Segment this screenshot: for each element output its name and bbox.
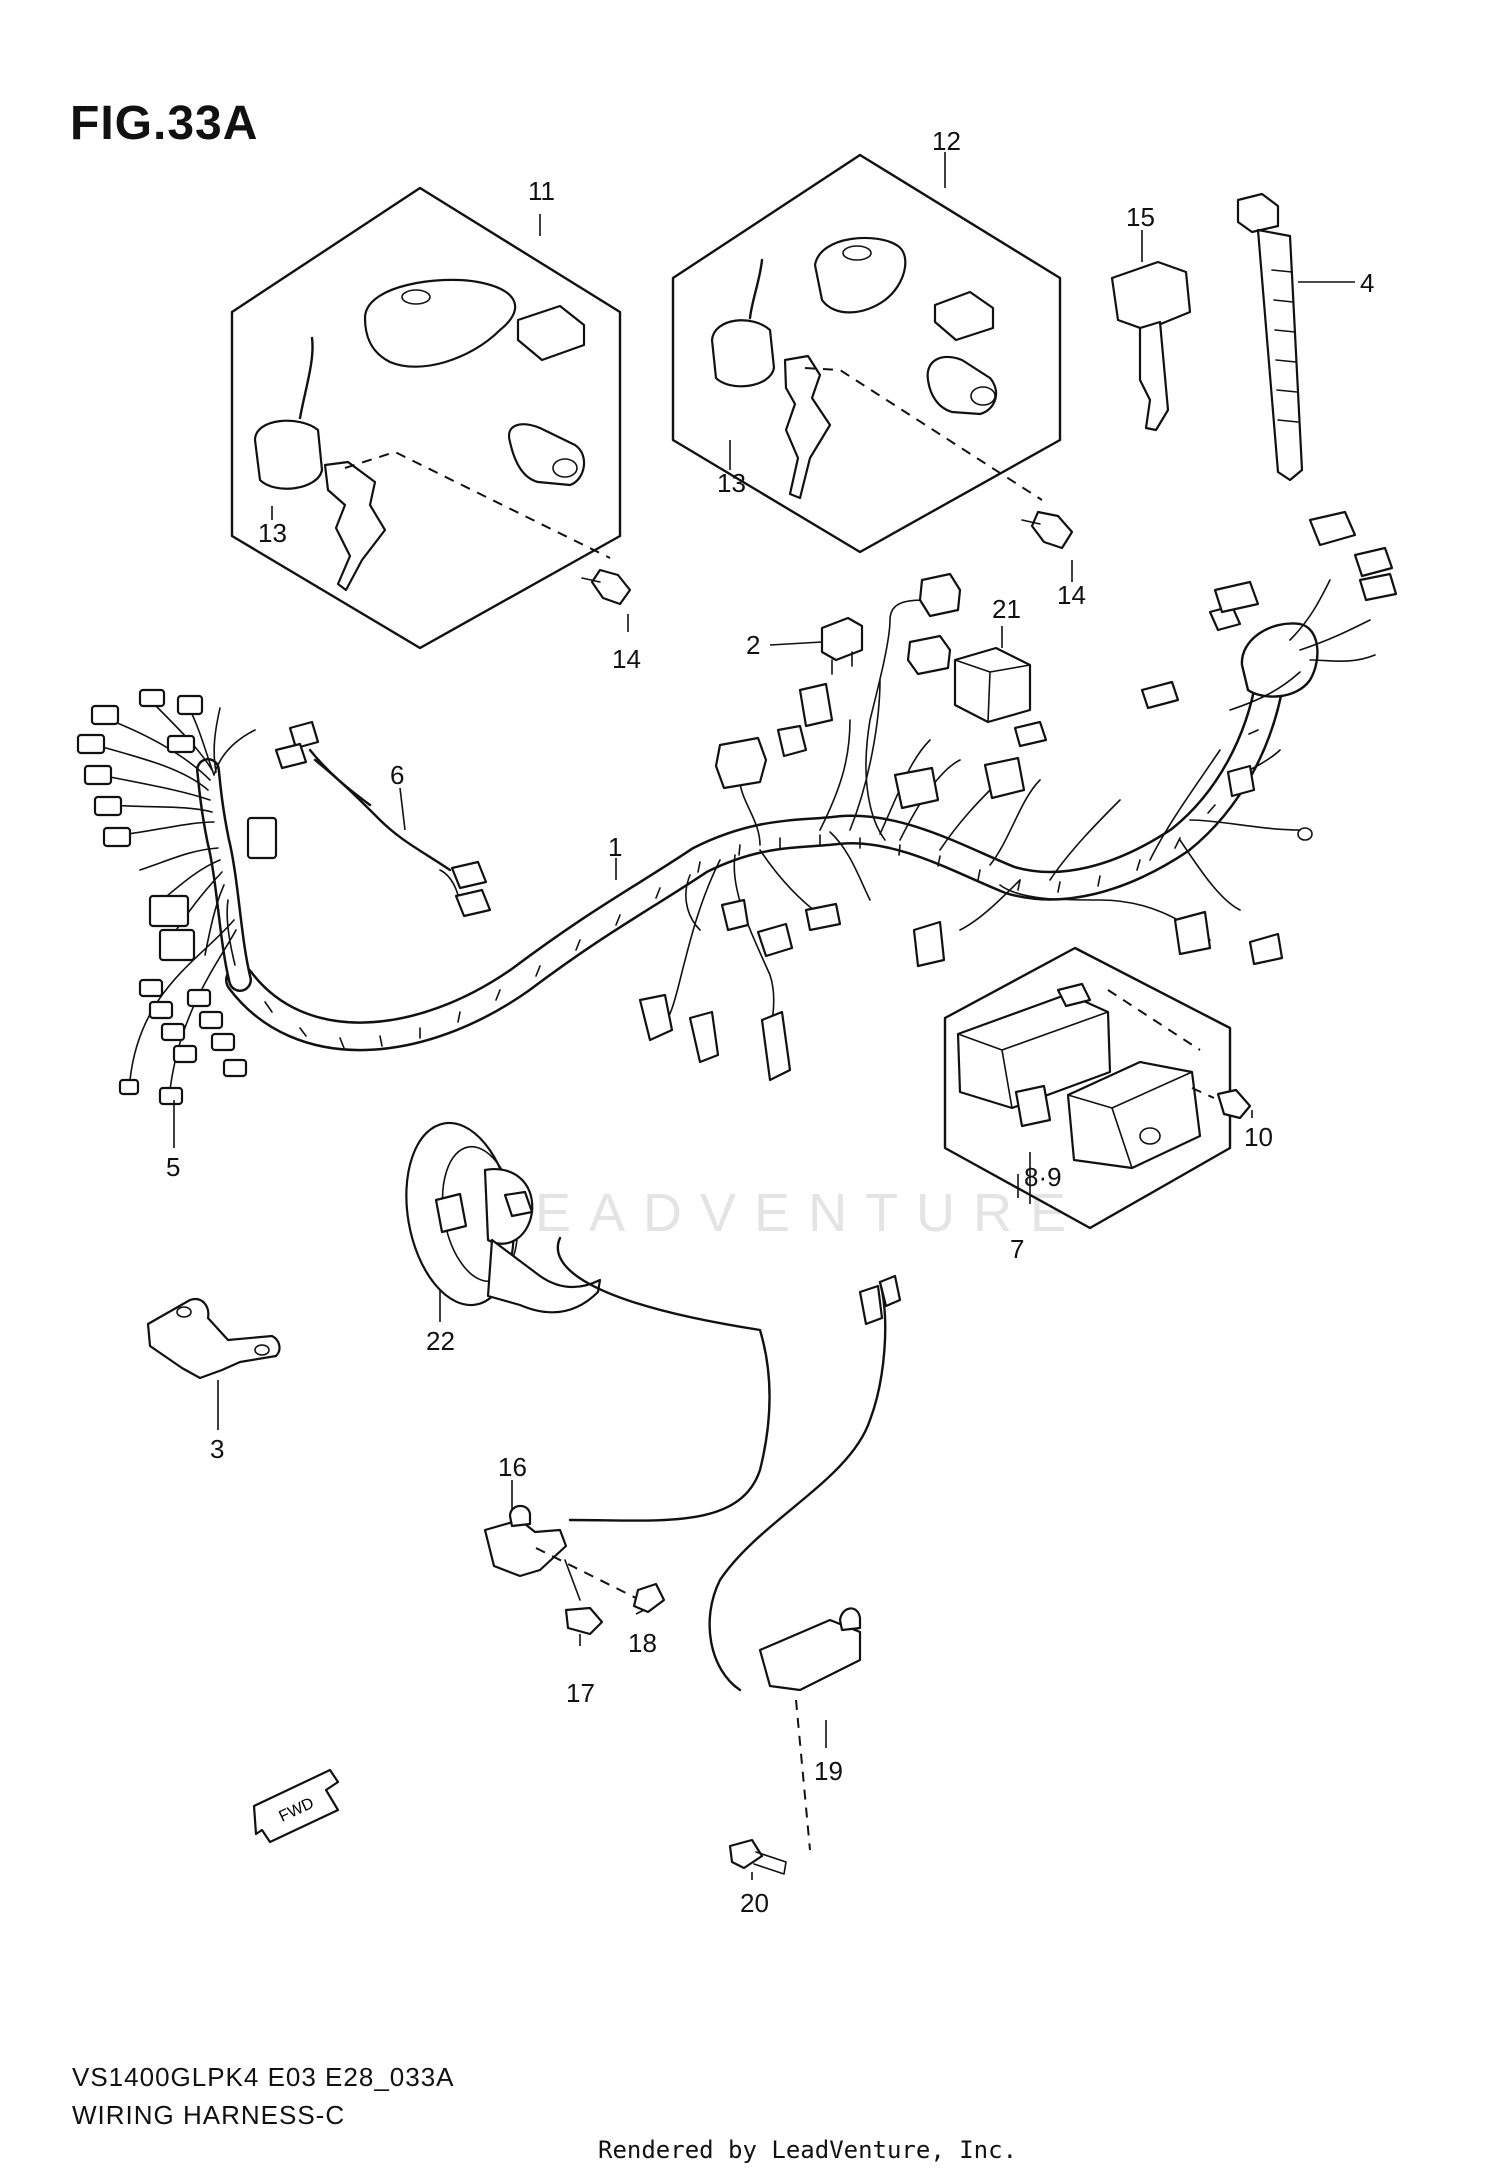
- callout-3: 3: [210, 1434, 224, 1464]
- rendered-by-credit: Rendered by LeadVenture, Inc.: [598, 2136, 1018, 2164]
- part-19-sensor: [708, 1274, 902, 1851]
- part-11-lock-set: [230, 186, 632, 650]
- callout-18: 18: [628, 1628, 657, 1658]
- callout-19: 19: [814, 1756, 843, 1786]
- callout-4: 4: [1360, 268, 1374, 298]
- figure-title: FIG.33A: [70, 97, 259, 150]
- part-3-bracket: [146, 1298, 281, 1380]
- callout-14a: 14: [612, 644, 641, 674]
- part-2-connector: [820, 616, 864, 675]
- callout-6: 6: [390, 760, 404, 790]
- callout-10: 10: [1244, 1122, 1273, 1152]
- part-7-control-unit: [943, 946, 1252, 1230]
- callout-15: 15: [1126, 202, 1155, 232]
- leader-lines: [173, 152, 1355, 1880]
- callout-7: 7: [1010, 1234, 1024, 1264]
- callout-21: 21: [992, 594, 1021, 624]
- part-4-cable-tie: [1236, 192, 1304, 482]
- part-21-relay: [953, 646, 1032, 724]
- watermark-text: EADVENTURE: [535, 1183, 1085, 1243]
- part-12-lock-set: [671, 153, 1074, 554]
- callout-17: 17: [566, 1678, 595, 1708]
- part-1-main-harness: [76, 510, 1398, 1106]
- part-16-switch: [483, 1236, 771, 1636]
- part-6-sub-harness: [274, 720, 492, 918]
- callout-16: 16: [498, 1452, 527, 1482]
- callout-14b: 14: [1057, 580, 1086, 610]
- callout-11: 11: [528, 176, 555, 206]
- part-22-horn: [405, 1121, 602, 1314]
- part-15-key: [1110, 260, 1192, 432]
- callout-labels: 11 12 15 4 13 13 14 14 2 21 6 1 5 10 8·9…: [166, 126, 1374, 1918]
- section-title: WIRING HARNESS-C: [72, 2100, 346, 2130]
- callout-8-9: 8·9: [1024, 1162, 1062, 1192]
- callout-13b: 13: [717, 468, 746, 498]
- callout-1: 1: [608, 832, 622, 862]
- callout-12: 12: [932, 126, 961, 156]
- callout-5: 5: [166, 1152, 180, 1182]
- callout-22: 22: [426, 1326, 455, 1356]
- part-20-bolt: [728, 1838, 787, 1875]
- callout-20: 20: [740, 1888, 769, 1918]
- fwd-arrow-icon: FWD: [252, 1768, 340, 1844]
- callout-2: 2: [746, 630, 760, 660]
- callout-13a: 13: [258, 518, 287, 548]
- model-code: VS1400GLPK4 E03 E28_033A: [72, 2062, 455, 2092]
